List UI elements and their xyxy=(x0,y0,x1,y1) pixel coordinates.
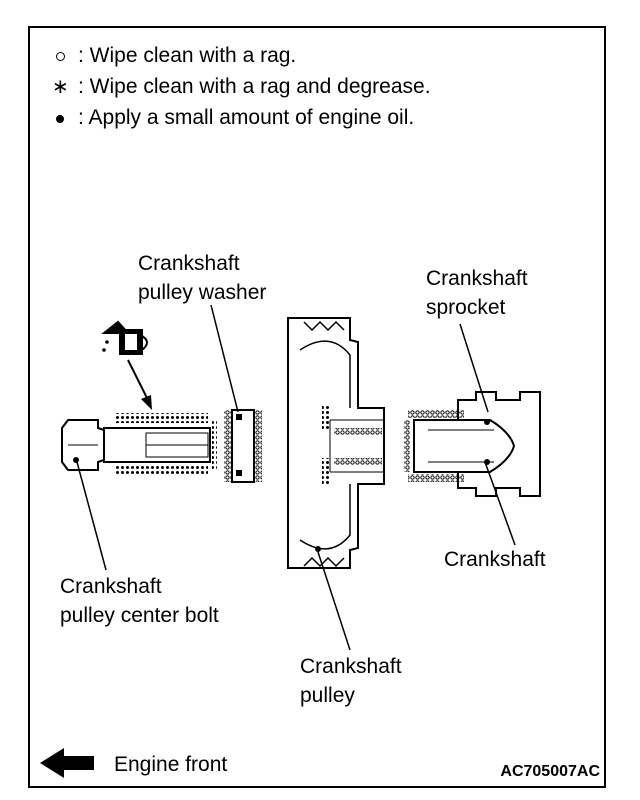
legend-item-oil: : Apply a small amount of engine oil. xyxy=(52,102,431,133)
pulley-label: Crankshaft pulley xyxy=(300,652,402,710)
pulley-drawing xyxy=(287,317,385,569)
legend-text-wipe: : Wipe clean with a rag. xyxy=(78,44,297,67)
legend-text-degrease: : Wipe clean with a rag and degrease. xyxy=(78,75,431,98)
washer-drawing xyxy=(224,409,262,483)
leader-lines xyxy=(76,304,516,651)
pulley-label-line1: Crankshaft xyxy=(300,655,402,678)
oil-arrow-icon xyxy=(127,359,152,410)
bolt-label-line2: pulley center bolt xyxy=(60,604,219,627)
sprocket-label-line2: sprocket xyxy=(426,296,506,319)
asterisk-icon: ∗ xyxy=(52,75,69,98)
engine-front-arrow-icon xyxy=(40,748,94,778)
sprocket-label-line1: Crankshaft xyxy=(426,267,528,290)
legend-item-wipe: : Wipe clean with a rag. xyxy=(52,40,431,71)
legend: : Wipe clean with a rag. ∗ : Wipe clean … xyxy=(52,40,431,133)
bolt-label: Crankshaft pulley center bolt xyxy=(60,572,219,630)
pulley-label-line2: pulley xyxy=(300,684,355,707)
figure-code: AC705007AC xyxy=(500,763,600,780)
washer-label-line1: Crankshaft xyxy=(138,252,240,275)
crankshaft-label: Crankshaft xyxy=(444,548,546,571)
sprocket-label: Crankshaft sprocket xyxy=(426,264,528,322)
center-bolt-drawing xyxy=(61,413,217,476)
legend-item-degrease: ∗ : Wipe clean with a rag and degrease. xyxy=(52,71,431,102)
engine-front-label: Engine front xyxy=(114,753,228,776)
oil-can-icon xyxy=(101,320,148,355)
washer-label: Crankshaft pulley washer xyxy=(138,249,266,307)
bolt-label-line1: Crankshaft xyxy=(60,575,162,598)
diagram-frame xyxy=(28,26,606,788)
washer-label-line2: pulley washer xyxy=(138,281,267,304)
legend-text-oil: : Apply a small amount of engine oil. xyxy=(78,106,415,129)
sprocket-crankshaft-drawing xyxy=(404,391,541,497)
